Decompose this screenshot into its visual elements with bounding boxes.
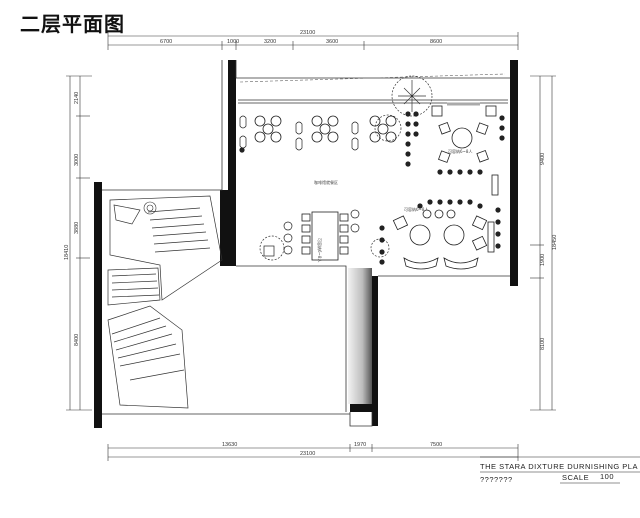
lounge-table-3 — [369, 115, 397, 143]
right-lower-dining — [392, 174, 499, 270]
dim-bottom-total: 23100 — [300, 451, 315, 457]
dim-left-seg-3: 3880 — [74, 222, 80, 234]
staircase — [107, 195, 223, 409]
dim-top-seg-3: 3200 — [264, 39, 276, 45]
long-dining-table — [301, 211, 349, 261]
label-table-right-top: 可容纳6~8人 — [448, 148, 472, 154]
plant-column-left — [239, 111, 505, 265]
scale-value: 100 — [600, 472, 614, 481]
light-shaft — [348, 268, 372, 404]
side-stools — [239, 115, 359, 151]
left-small-tables — [263, 209, 360, 257]
dim-top-seg-5: 8600 — [430, 39, 442, 45]
right-dimension-lines — [530, 75, 556, 411]
right-upper-lounge — [431, 102, 497, 163]
dim-left-total: 18410 — [64, 245, 70, 260]
dim-top-total: 23100 — [300, 30, 315, 36]
lounge-table-group — [254, 115, 397, 143]
label-table-right-mid: 可容纳6~8人 — [404, 206, 428, 212]
dim-right-seg-2: 1900 — [540, 254, 546, 266]
dim-top-seg-1: 6700 — [160, 39, 172, 45]
page-title: 二层平面图 — [20, 12, 125, 36]
dim-bottom-seg-2: 1970 — [354, 442, 366, 448]
dim-left-seg-1: 2140 — [74, 92, 80, 104]
stair-plant — [143, 201, 157, 215]
bottom-dimension-lines — [107, 444, 519, 461]
scale-label: SCALE — [562, 473, 589, 482]
left-dimension-lines — [66, 75, 92, 411]
caption-line-1: THE STARA DIXTURE DURNISHING PLA — [480, 462, 638, 471]
title-block: THE STARA DIXTURE DURNISHING PLA ???????… — [480, 456, 640, 484]
walls — [94, 60, 518, 428]
lounge-table-1 — [254, 115, 282, 143]
caption-line-2: ??????? — [480, 475, 513, 484]
label-table-left: 可容纳6~8人 — [317, 238, 323, 262]
dim-top-seg-2: 1000 — [227, 39, 239, 45]
dim-left-seg-2: 3000 — [74, 154, 80, 166]
dashed-gallery-line — [239, 73, 506, 83]
dim-right-total: 18450 — [552, 235, 558, 250]
dim-bottom-seg-3: 7500 — [430, 442, 442, 448]
dim-left-seg-4: 8400 — [74, 334, 80, 346]
dim-bottom-seg-1: 13630 — [222, 442, 237, 448]
dim-right-seg-1: 9400 — [540, 153, 546, 165]
lounge-table-2 — [311, 115, 339, 143]
top-dimension-lines — [107, 32, 519, 50]
dim-right-seg-3: 8100 — [540, 338, 546, 350]
label-cafe-dining: 咖啡馆就餐区 — [314, 179, 338, 185]
dim-top-seg-4: 3600 — [326, 39, 338, 45]
tree-icon — [259, 75, 433, 261]
